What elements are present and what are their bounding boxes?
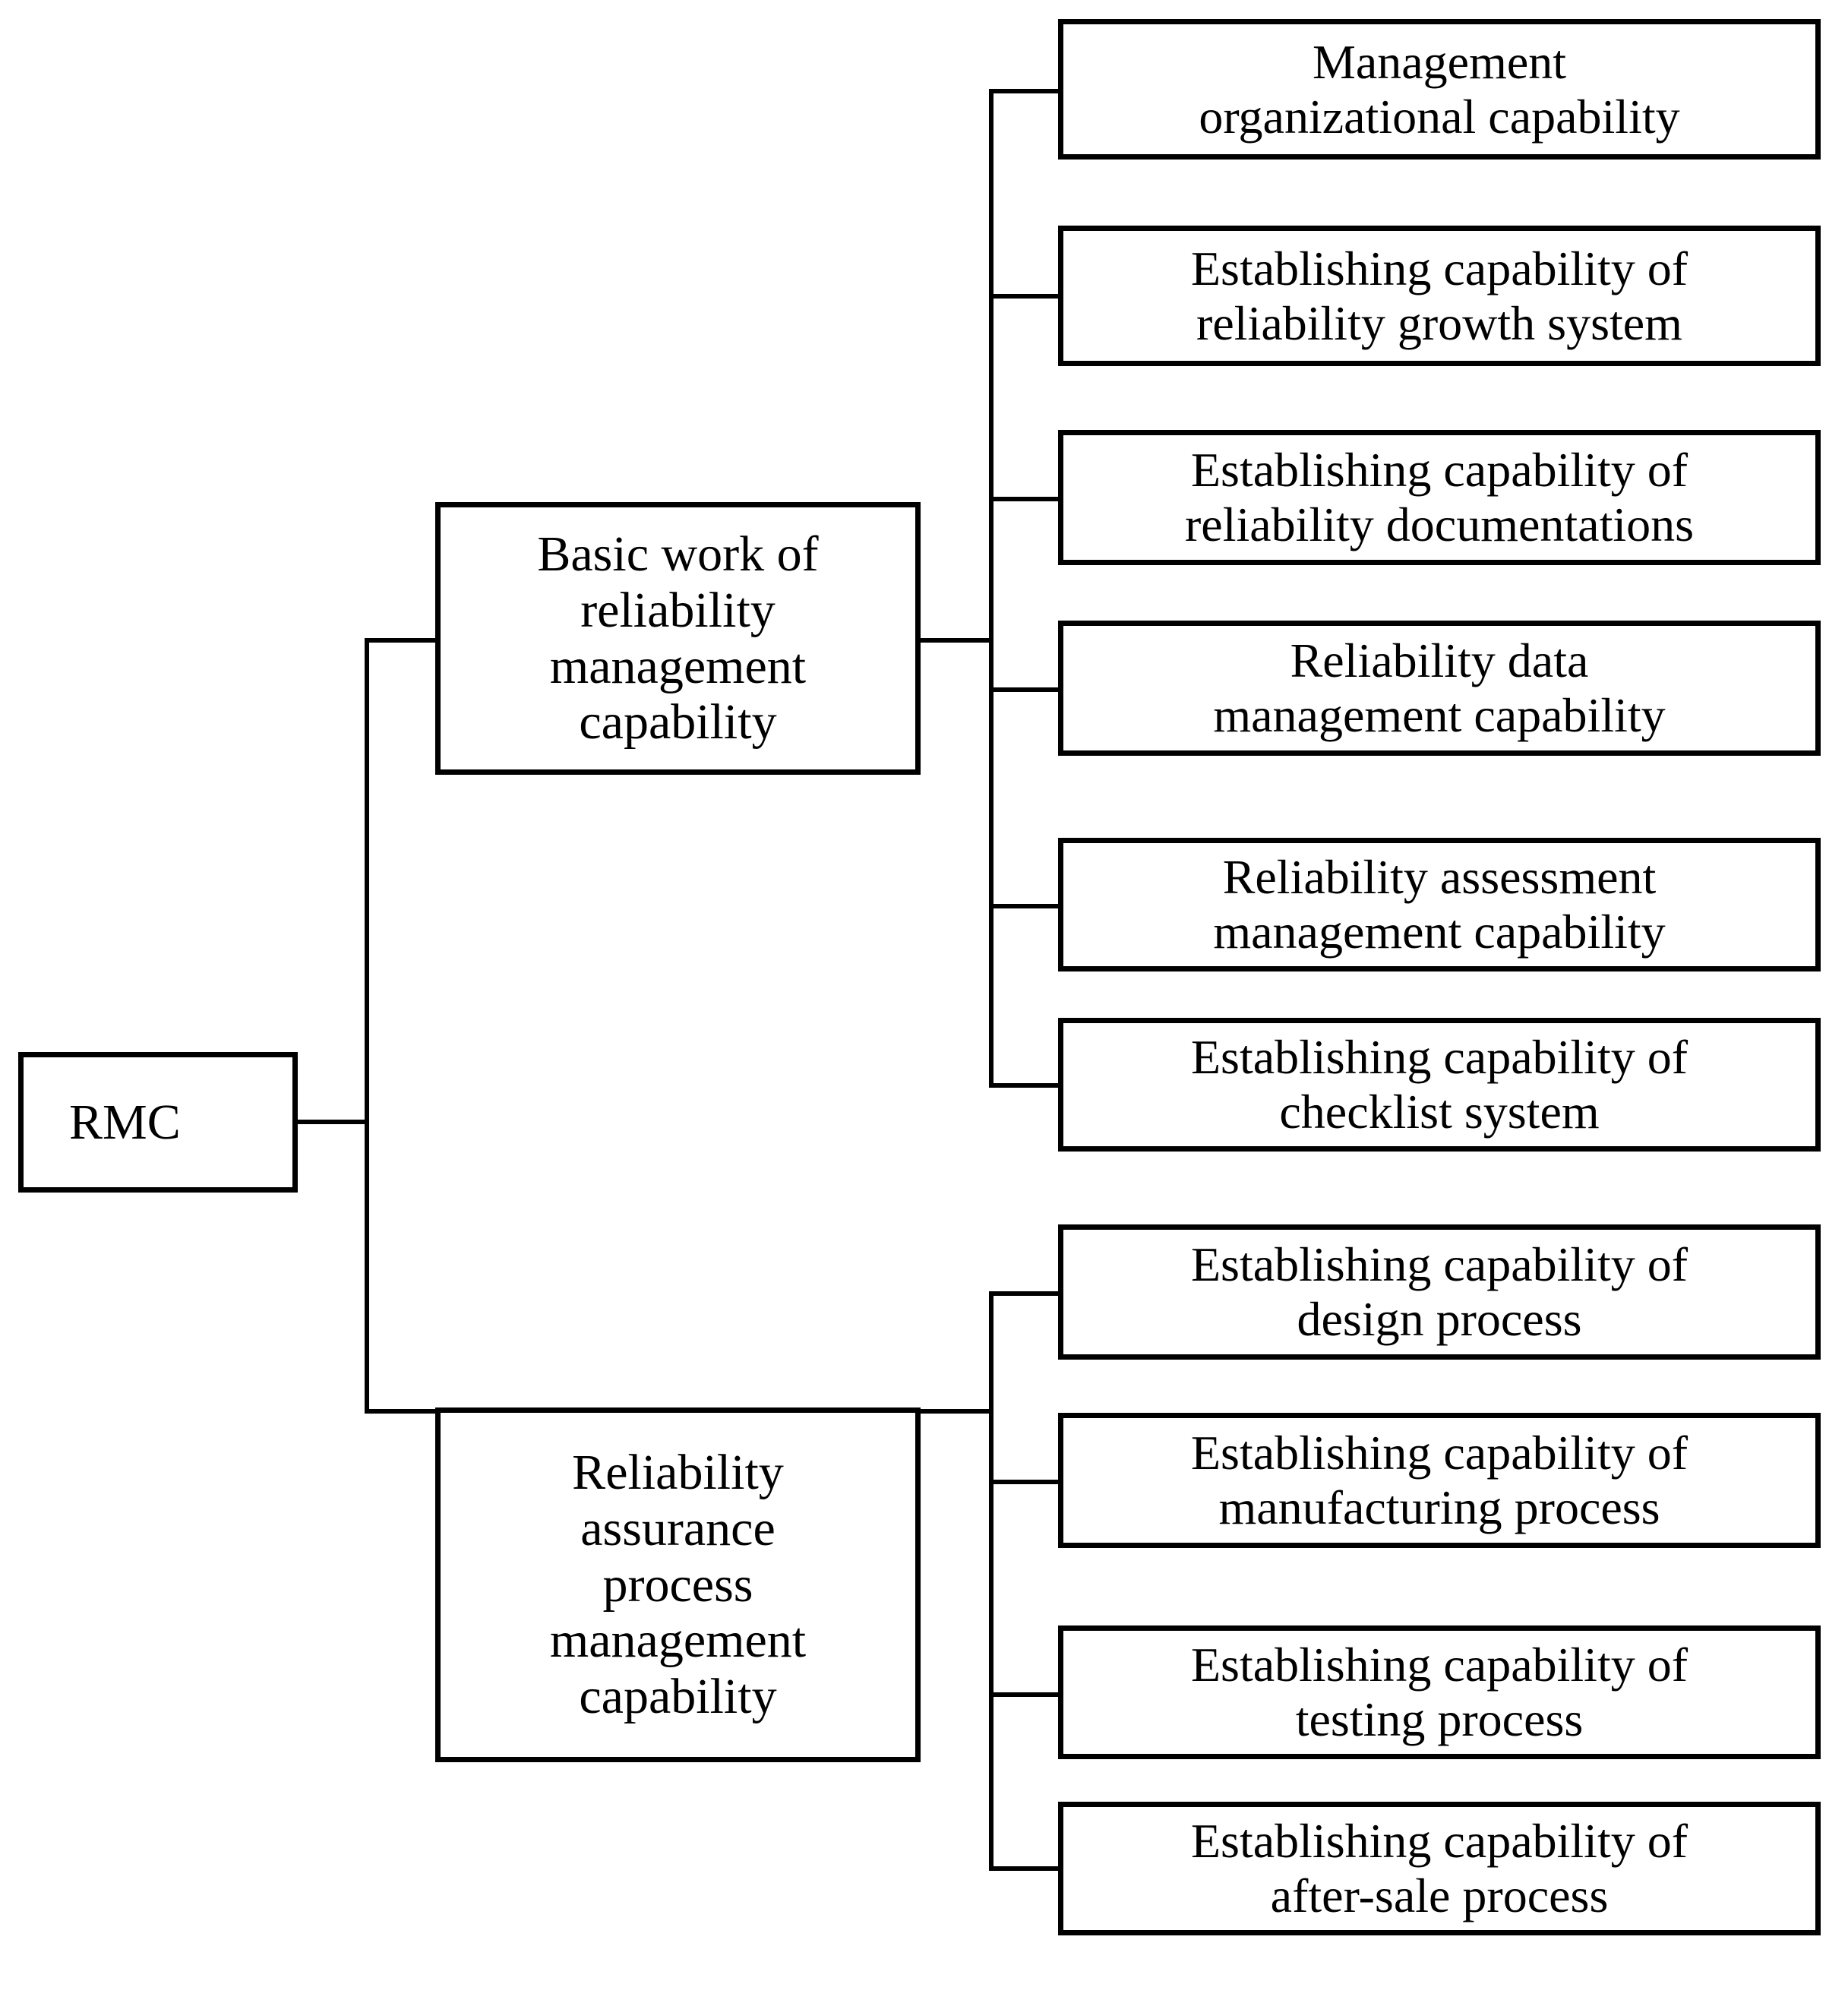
node-checklist-system-label: Establishing capability of checklist sys…	[1190, 1030, 1688, 1139]
edge-to-after-sale-process	[989, 1866, 1063, 1871]
node-mgmt-org[interactable]: Management organizational capability	[1058, 19, 1821, 160]
node-growth-system[interactable]: Establishing capability of reliability g…	[1058, 226, 1821, 366]
trunk-level1	[365, 638, 369, 1414]
node-data-mgmt[interactable]: Reliability data management capability	[1058, 621, 1821, 756]
node-manufacturing-process-label: Establishing capability of manufacturing…	[1190, 1426, 1688, 1534]
node-after-sale-process-label: Establishing capability of after-sale pr…	[1190, 1814, 1688, 1922]
edge-to-data-mgmt	[989, 687, 1063, 692]
node-testing-process-label: Establishing capability of testing proce…	[1190, 1638, 1688, 1746]
trunk-basic-work-children	[989, 89, 993, 1085]
node-rmc-label: RMC	[69, 1094, 181, 1150]
node-design-process[interactable]: Establishing capability of design proces…	[1058, 1224, 1821, 1360]
node-assurance-process[interactable]: Reliability assurance process management…	[435, 1407, 921, 1762]
edge-to-growth-system	[989, 294, 1063, 299]
edge-trunk-to-basic-work	[365, 638, 438, 643]
node-documentations[interactable]: Establishing capability of reliability d…	[1058, 430, 1821, 565]
node-assessment-mgmt-label: Reliability assessment management capabi…	[1213, 850, 1666, 959]
node-basic-work[interactable]: Basic work of reliability management cap…	[435, 502, 921, 775]
node-documentations-label: Establishing capability of reliability d…	[1184, 443, 1695, 551]
edge-to-design-process	[989, 1291, 1063, 1296]
node-manufacturing-process[interactable]: Establishing capability of manufacturing…	[1058, 1413, 1821, 1548]
node-assessment-mgmt[interactable]: Reliability assessment management capabi…	[1058, 838, 1821, 971]
node-assurance-process-label: Reliability assurance process management…	[549, 1444, 807, 1725]
edge-rmc-to-trunk	[298, 1120, 369, 1124]
edge-basic-work-to-trunk	[916, 638, 993, 643]
node-checklist-system[interactable]: Establishing capability of checklist sys…	[1058, 1018, 1821, 1152]
edge-to-mgmt-org	[989, 89, 1063, 93]
edge-to-manufacturing-process	[989, 1480, 1063, 1484]
node-design-process-label: Establishing capability of design proces…	[1190, 1237, 1688, 1346]
edge-to-checklist-system	[989, 1083, 1063, 1088]
node-data-mgmt-label: Reliability data management capability	[1213, 633, 1666, 742]
edge-to-testing-process	[989, 1692, 1063, 1697]
node-after-sale-process[interactable]: Establishing capability of after-sale pr…	[1058, 1802, 1821, 1935]
edge-to-documentations	[989, 497, 1063, 501]
trunk-assurance-process-children	[989, 1291, 993, 1869]
edge-assurance-process-to-trunk	[916, 1409, 993, 1414]
node-mgmt-org-label: Management organizational capability	[1199, 34, 1680, 144]
edge-to-assessment-mgmt	[989, 904, 1063, 908]
node-testing-process[interactable]: Establishing capability of testing proce…	[1058, 1625, 1821, 1759]
node-rmc[interactable]: RMC	[18, 1052, 298, 1193]
edge-trunk-to-assurance-process	[365, 1409, 438, 1414]
node-growth-system-label: Establishing capability of reliability g…	[1190, 241, 1688, 350]
node-basic-work-label: Basic work of reliability management cap…	[537, 526, 819, 750]
